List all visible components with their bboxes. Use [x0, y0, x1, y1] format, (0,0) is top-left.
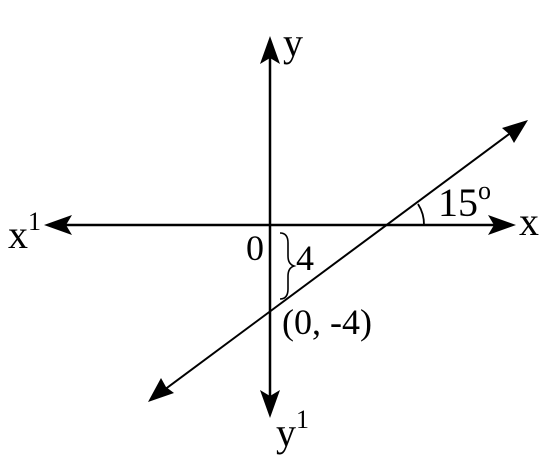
y-neg-superscript: 1 [296, 405, 309, 434]
slanted-line-segment [155, 125, 521, 397]
x-neg-superscript: 1 [28, 207, 41, 236]
y-axis-negative-label: y1 [276, 405, 309, 455]
origin-label: 0 [246, 228, 264, 268]
slanted-line-lower-arrowhead [148, 378, 174, 402]
distance-brace [279, 232, 297, 300]
slanted-line-upper-arrowhead [502, 120, 528, 143]
angle-arc [417, 203, 425, 226]
x-axis-negative-label: x1 [8, 207, 41, 257]
x-neg-base: x [8, 212, 28, 257]
y-axis-negative-arrowhead [260, 390, 280, 418]
y-neg-base: y [276, 410, 296, 455]
angle-label: 15o [438, 176, 491, 225]
y-axis [260, 36, 280, 418]
y-axis-positive-arrowhead [260, 36, 280, 64]
distance-label: 4 [296, 238, 314, 278]
slanted-line [148, 120, 528, 402]
y-axis-label: y [283, 20, 303, 65]
degree-symbol: o [478, 176, 491, 205]
x-axis [44, 215, 516, 235]
angle-value: 15 [438, 180, 478, 225]
intercept-point-label: (0, -4) [282, 302, 372, 342]
x-axis-positive-arrowhead [488, 215, 516, 235]
x-axis-negative-arrowhead [44, 215, 72, 235]
x-axis-label: x [519, 199, 539, 244]
